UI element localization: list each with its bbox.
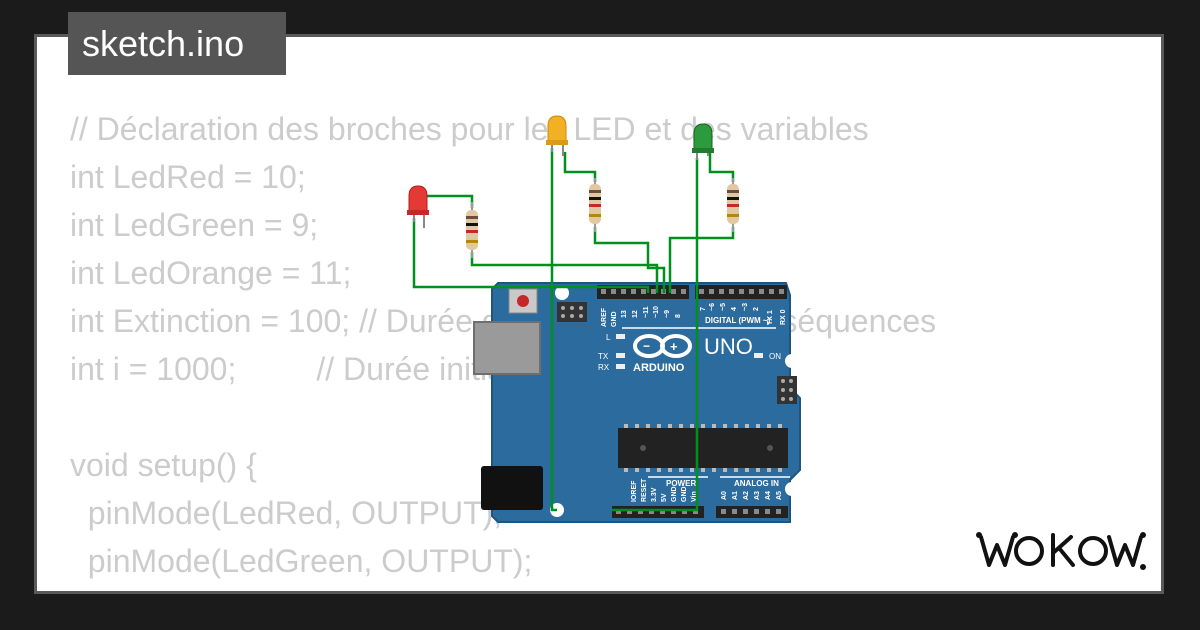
mount-hole xyxy=(785,354,799,368)
wire-orange-led[interactable] xyxy=(550,148,557,512)
code-line-10: pinMode(LedGreen, OUTPUT); xyxy=(70,543,533,579)
wire-green-resistor-bottom[interactable] xyxy=(668,227,735,293)
wire-red-resistor-bottom[interactable] xyxy=(470,252,659,293)
pin-label-a1: A1 xyxy=(732,491,739,500)
pin-label-4: 4 xyxy=(731,307,738,311)
pin-label-a2: A2 xyxy=(743,491,750,500)
pin-label-vin: Vin xyxy=(691,491,698,502)
pin-label-aref: AREF xyxy=(601,307,608,327)
pin-label-tx1: TX 1 xyxy=(767,310,774,325)
pin-label-reset: RESET xyxy=(641,478,648,502)
led-label-l: L xyxy=(606,333,611,342)
pin-label-13: 13 xyxy=(621,310,628,318)
wire-orange-resistor[interactable] xyxy=(563,152,597,182)
wire-orange-resistor-bottom[interactable] xyxy=(593,227,666,293)
led-tx xyxy=(616,353,625,358)
pin-label-a5: A5 xyxy=(776,491,783,500)
led-rx xyxy=(616,364,625,369)
pin-label-3v3: 3.3V xyxy=(651,487,658,502)
file-name-tab[interactable]: sketch.ino xyxy=(68,12,286,75)
resistor-orange[interactable] xyxy=(589,178,601,232)
mount-hole xyxy=(785,482,799,496)
pin-label-a0: A0 xyxy=(721,491,728,500)
code-line-3: int LedGreen = 9; xyxy=(70,207,319,243)
analog-label: ANALOG IN xyxy=(734,479,779,488)
code-editor: // Déclaration des broches pour les LED … xyxy=(70,105,936,591)
orange-led[interactable] xyxy=(546,115,568,156)
led-label-rx: RX xyxy=(598,363,610,372)
pin-label-rx0: RX 0 xyxy=(780,309,787,325)
pin-label-gnd: GND xyxy=(611,311,618,327)
pin-label-5: ~5 xyxy=(720,303,727,311)
wokwi-logo xyxy=(976,532,1146,570)
uno-label: UNO xyxy=(704,334,753,359)
pin-label-ioref: IOREF xyxy=(631,480,638,502)
arduino-uno-board[interactable]: AREF GND 13 12 ~11 ~10 ~9 8 7 ~6 ~5 4 ~3… xyxy=(473,282,801,523)
pin-label-a4: A4 xyxy=(765,491,772,500)
resistor-green[interactable] xyxy=(727,178,739,232)
code-line-2: int LedRed = 10; xyxy=(70,159,306,195)
pin-label-7: 7 xyxy=(700,307,707,311)
pin-label-8: 8 xyxy=(675,314,682,318)
led-label-tx: TX xyxy=(598,352,609,361)
pin-label-9: ~9 xyxy=(664,310,671,318)
minus-glyph: − xyxy=(643,339,650,353)
pin-label-12: 12 xyxy=(632,310,639,318)
usb-port xyxy=(473,321,541,375)
wire-green-resistor[interactable] xyxy=(708,152,735,182)
power-header xyxy=(612,506,704,518)
pin-label-gnd-1: GND xyxy=(671,486,678,502)
pin-label-11: ~11 xyxy=(643,306,650,318)
pin-label-2: 2 xyxy=(753,307,760,311)
led-l xyxy=(616,334,625,339)
pin-label-10: ~10 xyxy=(653,306,660,318)
red-led[interactable] xyxy=(407,185,429,228)
code-line-8: void setup() { xyxy=(70,447,257,483)
pin-label-3: ~3 xyxy=(742,303,749,311)
arduino-label: ARDUINO xyxy=(633,362,685,374)
wire-red-resistor[interactable] xyxy=(425,194,474,208)
green-led[interactable] xyxy=(692,123,714,160)
code-line-4: int LedOrange = 11; xyxy=(70,255,352,291)
atmega-chip xyxy=(618,424,788,472)
icsp-header-right xyxy=(777,376,797,404)
pin-label-a3: A3 xyxy=(754,491,761,500)
resistor-red[interactable] xyxy=(466,202,478,258)
reset-button-cap[interactable] xyxy=(517,295,529,307)
digital-label: DIGITAL (PWM ~) xyxy=(705,316,771,325)
code-line-1: // Déclaration des broches pour les LED … xyxy=(70,111,869,147)
wire-red-led[interactable] xyxy=(412,218,650,293)
led-label-on: ON xyxy=(769,352,781,361)
pin-label-gnd-2: GND xyxy=(681,486,688,502)
plus-glyph: + xyxy=(670,339,678,354)
mount-hole xyxy=(555,286,569,300)
power-label: POWER xyxy=(666,479,696,488)
led-on xyxy=(754,353,763,358)
power-jack xyxy=(481,466,543,510)
arduino-infinity-logo xyxy=(633,334,692,358)
pin-label-5v: 5V xyxy=(661,493,668,502)
pin-label-6: ~6 xyxy=(709,303,716,311)
code-line-9: pinMode(LedRed, OUTPUT); xyxy=(70,495,503,531)
icsp-header-top xyxy=(557,302,587,322)
wire-green-led[interactable] xyxy=(612,158,699,512)
